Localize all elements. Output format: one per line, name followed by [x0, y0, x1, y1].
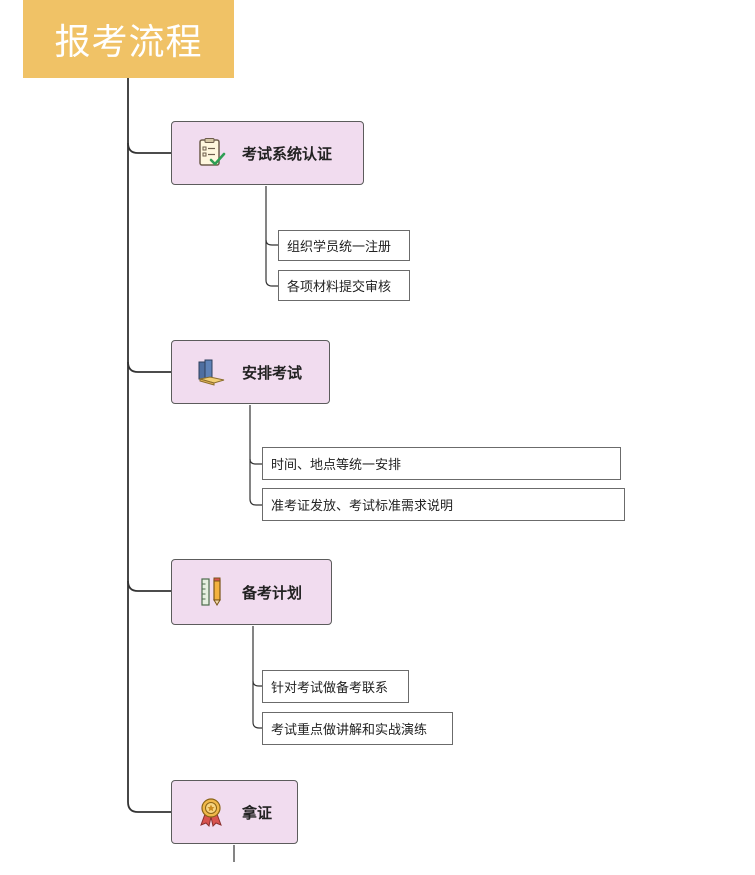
step-label: 拿证	[242, 803, 273, 822]
step-label: 备考计划	[242, 583, 303, 602]
step-exam-prep-plan[interactable]: 备考计划	[171, 559, 332, 625]
step-schedule-exam[interactable]: 安排考试	[171, 340, 330, 404]
page-title: 报考流程	[23, 0, 234, 78]
step-2-item-2: 准考证发放、考试标准需求说明	[262, 488, 625, 521]
step-1-item-2: 各项材料提交审核	[278, 270, 410, 301]
checklist-icon	[199, 138, 226, 166]
step-obtain-certificate[interactable]: 拿证	[171, 780, 298, 844]
step-label: 考试系统认证	[242, 144, 333, 163]
step-label: 安排考试	[242, 363, 303, 382]
books-icon	[198, 359, 225, 386]
step-exam-system-certification[interactable]: 考试系统认证	[171, 121, 364, 185]
medal-icon	[200, 798, 222, 827]
step-1-item-1: 组织学员统一注册	[278, 230, 410, 261]
step-3-item-1: 针对考试做备考联系	[262, 670, 409, 703]
step-3-item-2: 考试重点做讲解和实战演练	[262, 712, 453, 745]
ruler-pencil-icon	[201, 577, 221, 606]
step-2-item-1: 时间、地点等统一安排	[262, 447, 621, 480]
